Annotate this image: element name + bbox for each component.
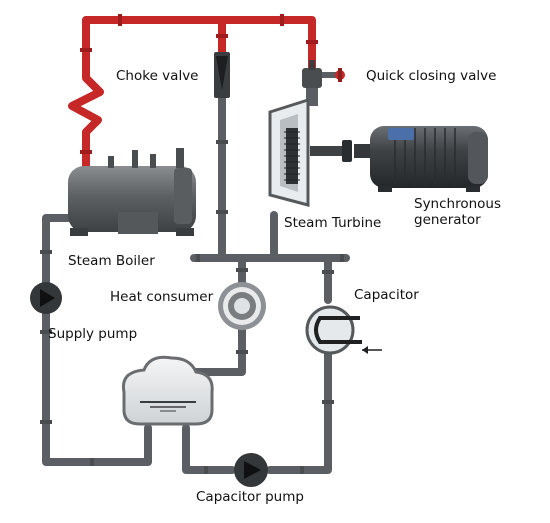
capacitor-pump-label: Capacitor pump [196,489,304,505]
capacitor-label: Capacitor [354,287,419,303]
feedwater-tank [121,355,214,426]
steam-turbine [268,97,370,207]
synchronous-generator-label-line1: Synchronous [414,196,502,212]
heat-consumer-outlet-pipe [186,326,246,376]
steam-boiler-label: Steam Boiler [68,253,155,269]
heat-consumer-label: Heat consumer [110,289,214,305]
steam-pipe-flanges [80,14,318,154]
quick-closing-valve-label: Quick closing valve [366,68,497,84]
heat-consumer [218,282,266,330]
choke-valve-label: Choke valve [116,68,199,84]
boiler-steam-outlet-pipe [68,16,316,172]
steam-turbine-label: Steam Turbine [284,215,382,231]
choke-valve [214,52,230,98]
pipe-flanges [40,140,344,474]
capacitor-pump-pipe [182,424,236,474]
capacitor-pump [234,453,268,487]
synchronous-generator [370,126,488,192]
synchronous-generator-label-line2: generator [414,212,481,228]
supply-pipe [42,214,152,466]
supply-pump-label: Supply pump [48,326,138,342]
steam-boiler [68,148,196,236]
supply-pump [30,282,62,314]
capacitor [305,305,382,355]
capacitor-outlet-pipe [266,346,332,474]
